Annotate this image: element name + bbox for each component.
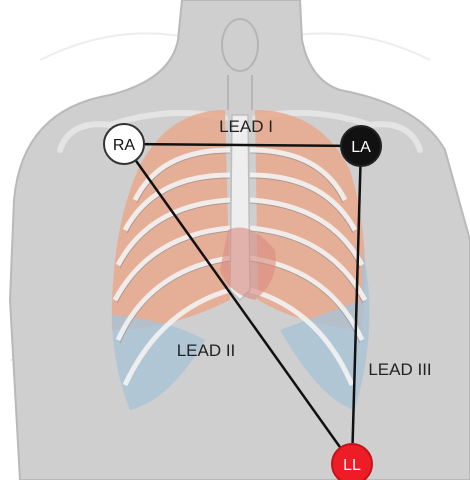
electrode-ra: RA bbox=[104, 124, 144, 164]
lead-iii-label: LEAD III bbox=[368, 360, 431, 379]
electrode-ll-label: LL bbox=[343, 457, 361, 474]
electrode-la: LA bbox=[341, 126, 381, 166]
electrode-la-label: LA bbox=[351, 139, 371, 156]
electrode-ll: LL bbox=[332, 444, 372, 480]
lead-ii-label: LEAD II bbox=[177, 341, 236, 360]
electrode-ra-label: RA bbox=[113, 137, 136, 154]
lead-i-label: LEAD I bbox=[219, 117, 273, 136]
